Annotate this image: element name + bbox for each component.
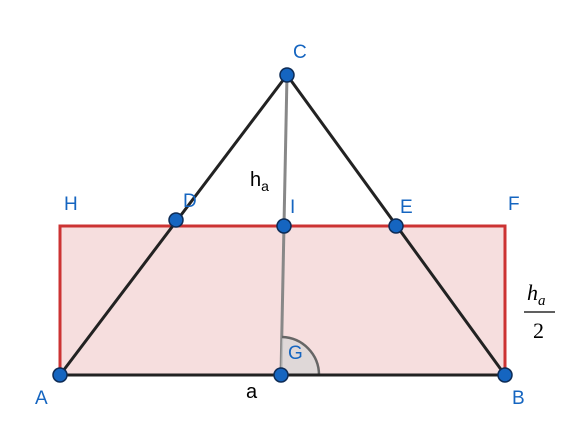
label-b: B	[512, 388, 525, 409]
point-i[interactable]	[276, 218, 292, 234]
point-b[interactable]	[497, 367, 513, 383]
fraction-numerator: ha	[527, 280, 546, 309]
point-c[interactable]	[279, 67, 295, 83]
base-label: a	[246, 381, 258, 403]
label-h: H	[64, 194, 78, 215]
label-i: I	[290, 197, 295, 218]
label-f: F	[508, 194, 520, 215]
angle-marker-g	[281, 337, 319, 375]
point-g[interactable]	[273, 367, 289, 383]
label-d: D	[183, 191, 197, 212]
label-e: E	[400, 197, 413, 218]
label-c: C	[293, 42, 307, 63]
label-g: G	[288, 343, 303, 364]
fraction-numerator-subscript: a	[538, 293, 546, 309]
height-label: ha	[250, 169, 269, 194]
angle-arc-g	[281, 335, 321, 376]
fraction-numerator-letter: h	[527, 280, 538, 305]
point-e[interactable]	[388, 218, 404, 234]
point-a[interactable]	[52, 367, 68, 383]
height-label-subscript: a	[261, 178, 269, 194]
label-a: A	[35, 388, 48, 409]
height-label-letter: h	[250, 169, 261, 191]
point-d[interactable]	[168, 212, 184, 228]
fraction-denominator: 2	[533, 318, 544, 343]
